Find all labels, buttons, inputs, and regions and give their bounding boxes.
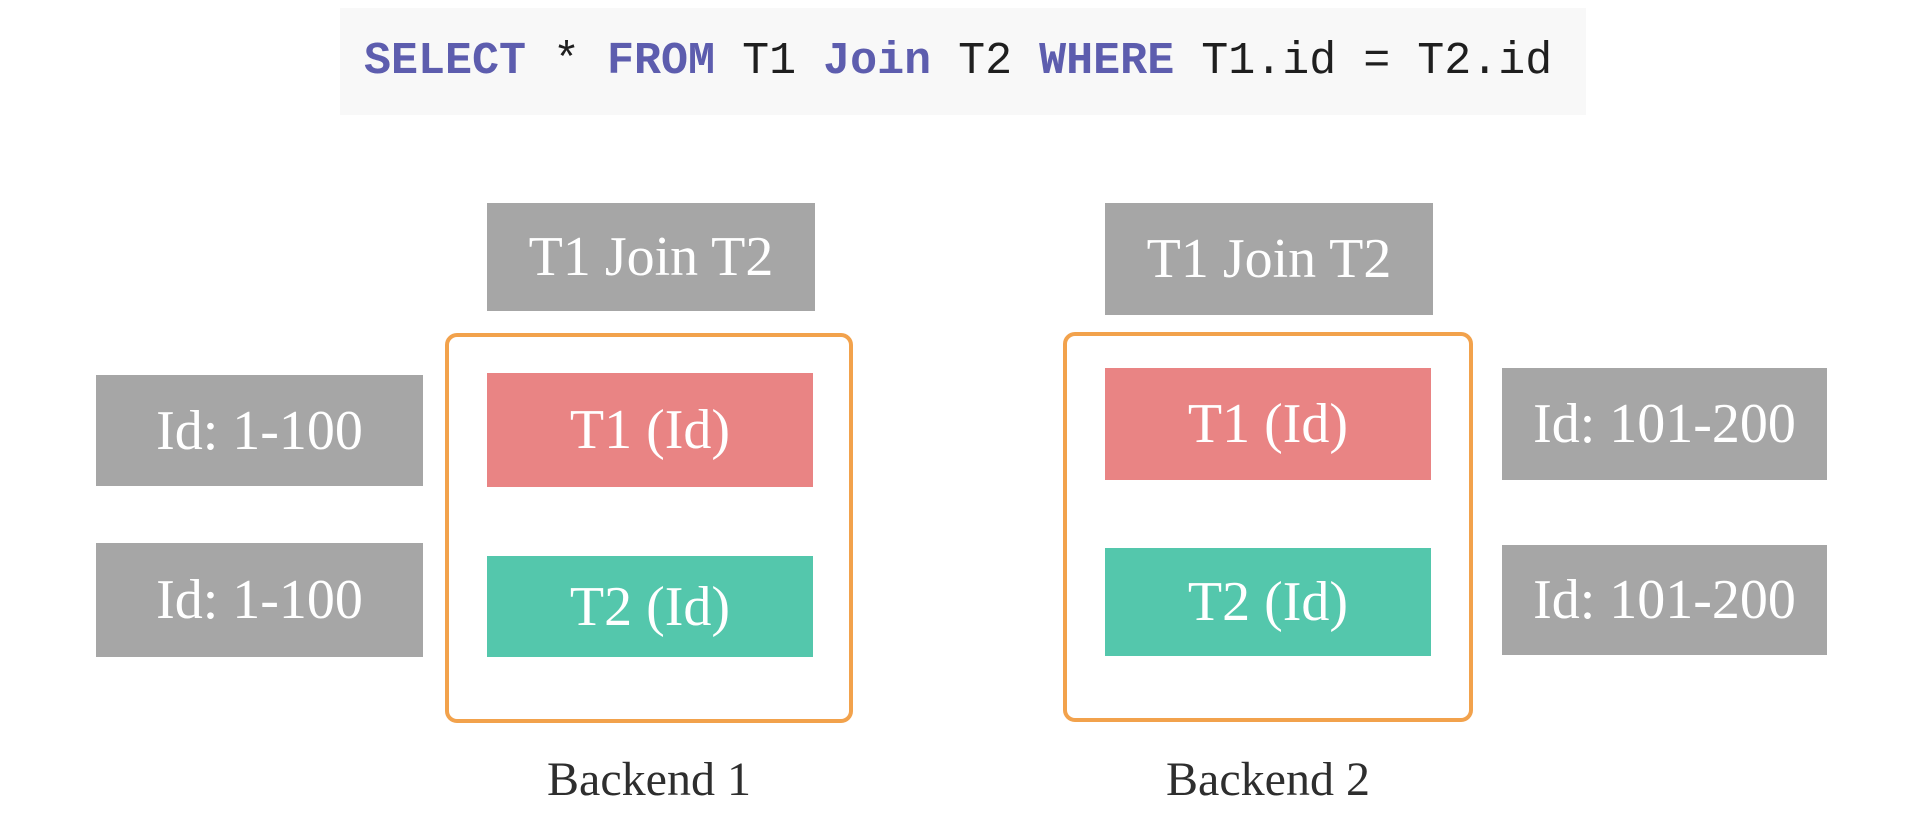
backend1-table-t2: T2 (Id) xyxy=(487,556,813,657)
backend2-join-header: T1 Join T2 xyxy=(1105,203,1433,315)
sql-keyword-join: Join xyxy=(823,36,932,87)
sql-star-token: * xyxy=(526,36,608,87)
backend1-caption: Backend 1 xyxy=(547,753,751,806)
sql-keyword-select: SELECT xyxy=(364,36,527,87)
backend2-t1-id-range-label: Id: 101-200 xyxy=(1502,368,1827,480)
backend1-table-t1: T1 (Id) xyxy=(487,373,813,487)
backend2-boundary-box xyxy=(1063,332,1473,722)
sql-keyword-where: WHERE xyxy=(1039,36,1175,87)
backend1-t1-id-range-label: Id: 1-100 xyxy=(96,375,423,486)
backend1-join-header: T1 Join T2 xyxy=(487,203,815,311)
backend2-table-t2: T2 (Id) xyxy=(1105,548,1431,656)
backend2-t2-id-range-label: Id: 101-200 xyxy=(1502,545,1827,655)
sql-query-block: SELECT * FROM T1 Join T2 WHERE T1.id = T… xyxy=(340,8,1586,115)
backend1-t2-id-range-label: Id: 1-100 xyxy=(96,543,423,657)
sql-keyword-from: FROM xyxy=(607,36,716,87)
backend2-caption: Backend 2 xyxy=(1166,753,1370,806)
backend2-table-t1: T1 (Id) xyxy=(1105,368,1431,480)
sql-join-condition: T1.id = T2.id xyxy=(1174,36,1553,87)
sql-table1-token: T1 xyxy=(715,36,824,87)
backend1-boundary-box xyxy=(445,333,853,723)
sql-table2-token: T2 xyxy=(931,36,1040,87)
